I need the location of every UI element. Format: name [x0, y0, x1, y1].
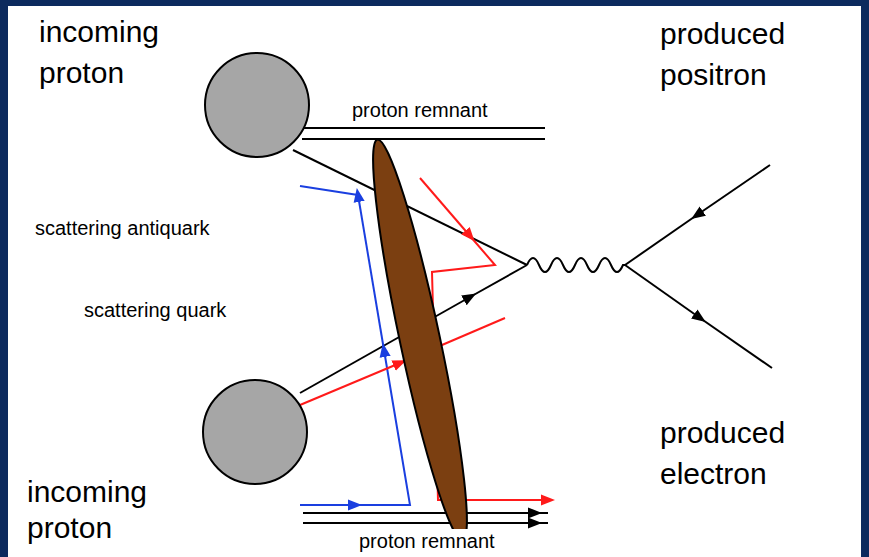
label-text: proton remnant: [357, 529, 497, 553]
lepton-lines: [625, 165, 772, 368]
photon-line: [527, 258, 625, 272]
label-text: incoming proton: [37, 12, 201, 93]
slide-ground: [8, 6, 861, 557]
proton-circle: [203, 380, 307, 484]
interaction-ellipse: [358, 135, 482, 544]
label-text: proton remnant: [350, 98, 490, 122]
proton-circle: [205, 53, 309, 157]
label-text: incoming proton: [25, 474, 189, 546]
label-text: produced electron: [658, 413, 857, 494]
label-text: scattering antiquark: [33, 216, 212, 240]
label-text: produced positron: [658, 14, 857, 95]
label-text: scattering quark: [82, 298, 228, 322]
